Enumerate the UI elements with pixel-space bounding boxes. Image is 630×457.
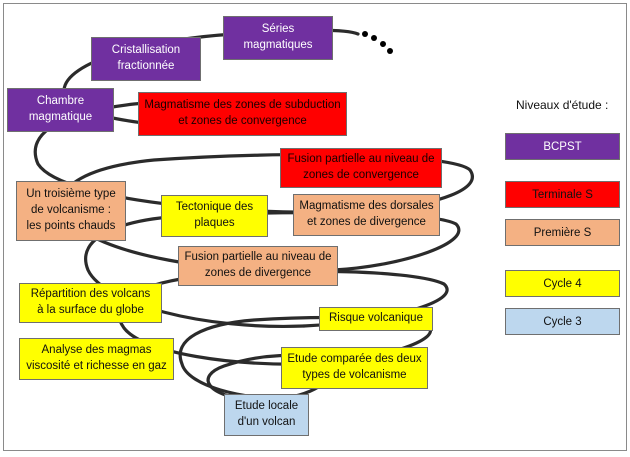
spiral-segment [60,152,474,273]
box-magmatisme-dorsales: Magmatisme des dorsales et zones de dive… [293,194,440,236]
box-tectonique: Tectonique des plaques [161,195,268,237]
box-chambre-magmatique: Chambre magmatique [7,88,114,132]
box-fusion-divergence: Fusion partielle au niveau de zones de d… [178,246,338,286]
box-repartition-volcans: Répartition des volcans à la surface du … [19,283,162,323]
legend-item-cycle4: Cycle 4 [505,270,620,297]
box-risque-volcanique: Risque volcanique [319,307,433,331]
box-cristallisation-fractionnee: Cristallisation fractionnée [91,37,201,81]
trail-dot [387,48,393,54]
trail-dot [380,41,386,47]
box-fusion-convergence: Fusion partielle au niveau de zones de c… [280,148,442,188]
trail-dot [362,31,368,37]
box-troisieme-type: Un troisième type de volcanisme : les po… [16,181,126,241]
legend-item-bcpst: BCPST [505,133,620,160]
box-series-magmatiques: Séries magmatiques [223,16,333,60]
legend-item-cycle3: Cycle 3 [505,308,620,335]
box-analyse-magmas: Analyse des magmas viscosité et richesse… [19,338,174,380]
legend-item-premiere: Première S [505,219,620,246]
trail-dot [371,35,377,41]
box-etude-locale: Etude locale d'un volcan [224,394,309,436]
box-magmatisme-subduction: Magmatisme des zones de subduction et zo… [138,92,347,136]
box-etude-comparee: Etude comparée des deux types de volcani… [281,347,428,389]
legend-title: Niveaux d'étude : [516,98,609,112]
spiral-segment [178,315,432,400]
legend-item-terminale: Terminale S [505,181,620,208]
diagram-canvas: Séries magmatiques Cristallisation fract… [3,3,627,451]
